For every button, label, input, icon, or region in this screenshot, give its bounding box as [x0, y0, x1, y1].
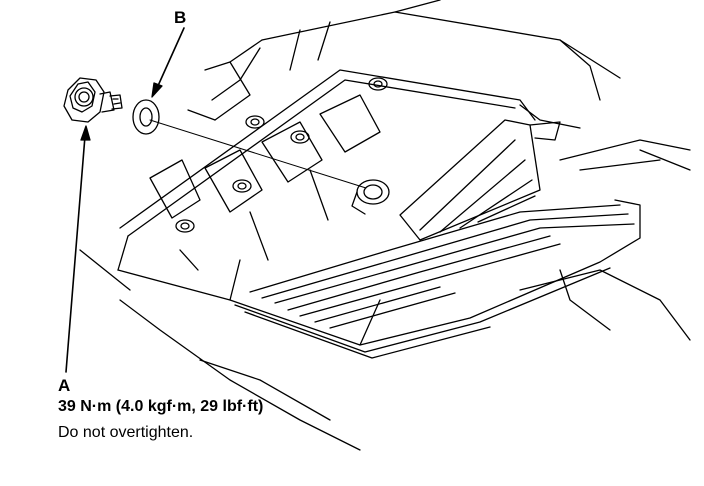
callout-a-leader [65, 125, 91, 373]
drain-bolt [63, 77, 123, 123]
sealing-washer [132, 99, 160, 135]
drain-hole [351, 179, 390, 215]
callout-b-leader [151, 27, 185, 98]
tightening-note: Do not overtighten. [58, 424, 194, 441]
pan-bosses [149, 77, 388, 271]
engine-block-outline [79, 0, 691, 451]
torque-spec: 39 N·m (4.0 kgf·m, 29 lbf·ft) [58, 398, 264, 415]
oil-pan-body [117, 69, 641, 359]
alignment-line [149, 119, 367, 189]
callout-b-label: B [174, 8, 187, 27]
callout-a-label: A [58, 376, 71, 395]
